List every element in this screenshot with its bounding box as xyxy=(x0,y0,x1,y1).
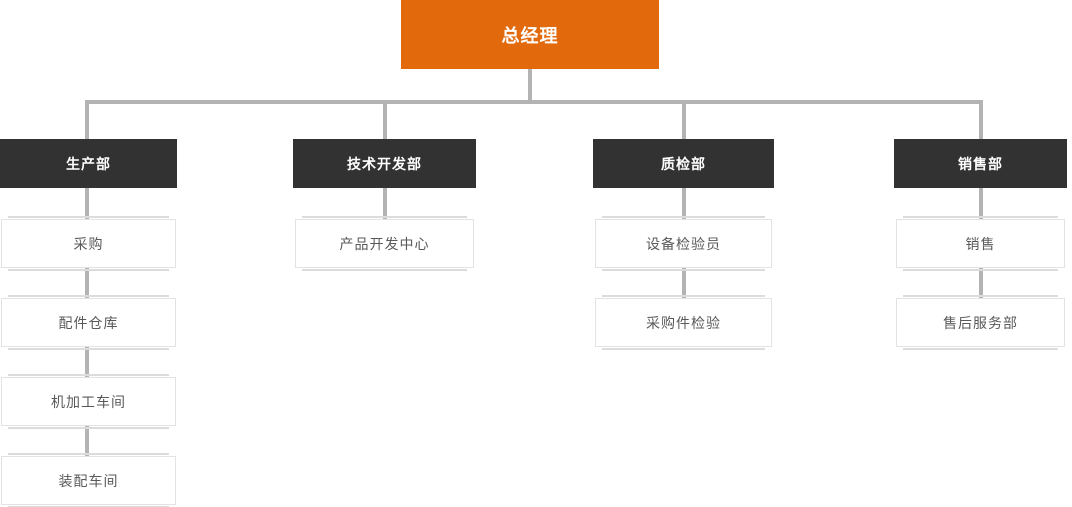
dept-box-sales: 销售部 xyxy=(894,139,1067,188)
connector-drop-production xyxy=(85,100,89,139)
dept-box-tech-development: 技术开发部 xyxy=(293,139,476,188)
connector-drop-quality xyxy=(682,100,686,139)
node-purchased-parts-inspection: 采购件检验 xyxy=(595,295,772,350)
connector-col3-stub-1 xyxy=(682,188,686,219)
connector-col1-stub-2 xyxy=(85,268,89,298)
node-sales: 销售 xyxy=(896,216,1065,271)
node-assembly-workshop: 装配车间 xyxy=(1,453,176,507)
node-parts-warehouse: 配件仓库 xyxy=(1,295,176,350)
connector-col1-stub-3 xyxy=(85,347,89,377)
node-purchasing: 采购 xyxy=(1,216,176,271)
dept-box-production: 生产部 xyxy=(0,139,177,188)
connector-root-stub xyxy=(528,69,532,104)
node-machining-workshop: 机加工车间 xyxy=(1,374,176,429)
connector-col4-stub-1 xyxy=(979,188,983,219)
dept-box-quality-inspection: 质检部 xyxy=(593,139,774,188)
connector-col3-stub-2 xyxy=(682,268,686,298)
node-equipment-inspector: 设备检验员 xyxy=(595,216,772,271)
connector-drop-sales xyxy=(979,100,983,139)
connector-drop-tech xyxy=(383,100,387,139)
connector-col1-stub-1 xyxy=(85,188,89,219)
org-node-general-manager: 总经理 xyxy=(401,0,659,69)
connector-horizontal xyxy=(85,100,983,104)
connector-col2-stub-1 xyxy=(383,188,387,219)
connector-col1-stub-4 xyxy=(85,426,89,456)
connector-col4-stub-2 xyxy=(979,268,983,298)
node-after-sales-service: 售后服务部 xyxy=(896,295,1065,350)
node-product-dev-center: 产品开发中心 xyxy=(295,216,474,271)
